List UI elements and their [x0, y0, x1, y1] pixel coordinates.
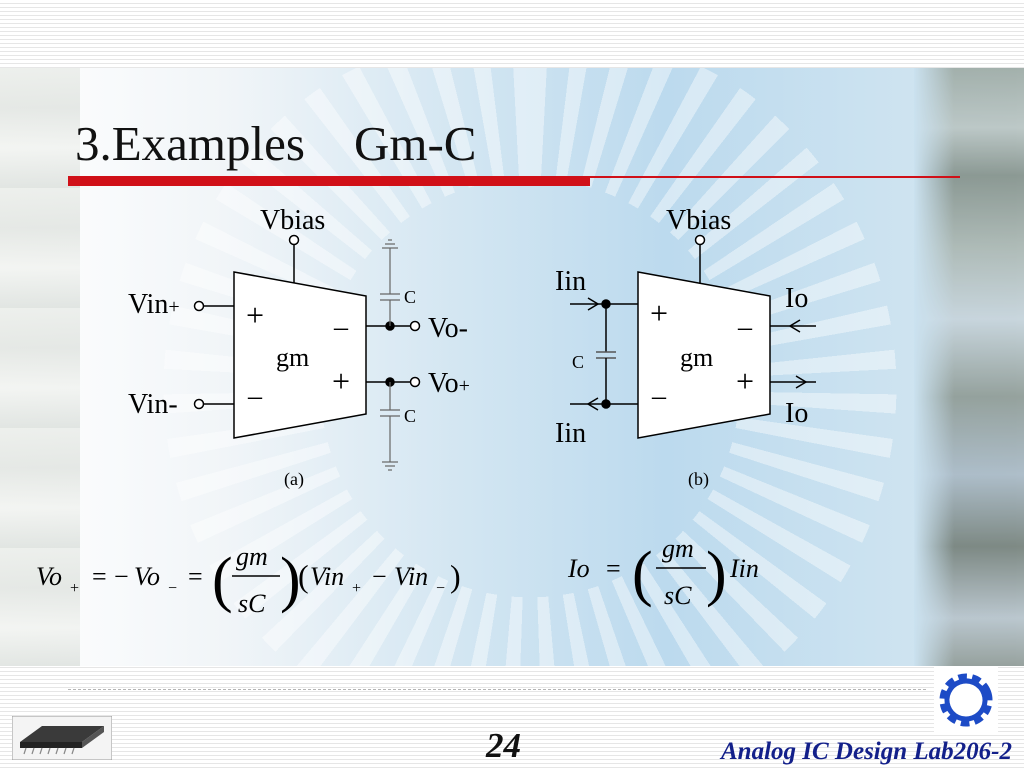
- iin-label-top: Iin: [555, 266, 586, 297]
- circuit-b: [570, 234, 816, 439]
- eq-b-iin: Iin: [729, 554, 759, 583]
- minus-sign-b-left: –: [651, 381, 667, 412]
- capacitor-bottom-a: [380, 382, 400, 471]
- circuit-b-labels: Vbias Iin Iin C + – – + gm Io Io (b): [555, 205, 808, 490]
- left-photo-strip: [0, 68, 80, 666]
- eq-a-sub-plus: +: [70, 580, 79, 597]
- equation-a: Vo + = − Vo − = ( gm sC ) ( Vin + − Vin …: [36, 542, 461, 618]
- eq-b-rparen-big: ): [706, 540, 727, 608]
- eq-a-sub-minus: −: [168, 580, 177, 597]
- vbias-terminal-a: [288, 234, 300, 246]
- equation-b: Io = ( gm sC ) Iin: [567, 534, 759, 610]
- gm-amplifier-a: [233, 271, 367, 439]
- cap-bottom-label-a: C: [404, 406, 416, 426]
- plus-sign-a-right: +: [332, 363, 350, 399]
- capacitor-top-a: [380, 239, 400, 326]
- circuit-a-labels: Vbias Vin+ Vin- + – – + gm C C Vo- Vo+ (…: [128, 205, 470, 490]
- eq-a-vin-plus: Vin: [310, 562, 344, 591]
- minus-sign-a-right: –: [333, 312, 349, 343]
- ic-chip-icon: [12, 716, 112, 760]
- vo-minus-terminal: [409, 320, 421, 332]
- vin-minus-terminal: [193, 398, 205, 410]
- title-underline: [68, 176, 590, 186]
- circuit-a: [193, 234, 421, 471]
- io-arrow-bottom: [795, 375, 808, 389]
- vbias-label-b: Vbias: [666, 205, 731, 236]
- iin-arrow-top: [587, 297, 600, 311]
- minus-sign-a-left: –: [247, 381, 263, 412]
- eq-a-lparen: (: [298, 558, 309, 594]
- eq-a-minus-op: −: [372, 562, 387, 591]
- gm-amplifier-b: [637, 271, 771, 439]
- cap-top-label-a: C: [404, 287, 416, 307]
- iin-arrow-bottom: [586, 397, 599, 411]
- caption-a: (a): [284, 469, 304, 490]
- capacitor-b: [596, 304, 616, 404]
- io-label-top: Io: [785, 283, 808, 314]
- vbias-terminal-b: [694, 234, 706, 246]
- eq-b-equals: =: [606, 554, 621, 583]
- vin-plus-terminal: [193, 300, 205, 312]
- eq-b-denominator: sC: [664, 581, 692, 610]
- eq-b-lparen-big: (: [632, 540, 653, 608]
- io-arrow-top: [788, 319, 801, 333]
- page-number: 24: [486, 726, 521, 765]
- cap-label-b: C: [572, 352, 584, 372]
- vbias-label-a: Vbias: [260, 205, 325, 236]
- footer-rule: [68, 689, 928, 690]
- slide-background: [0, 68, 1024, 666]
- plus-sign-b-right: +: [736, 363, 754, 399]
- footer-lab-name: Analog IC Design Lab206-2: [720, 738, 1012, 765]
- caption-b: (b): [688, 469, 709, 490]
- eq-b-io: Io: [567, 554, 590, 583]
- vo-plus-terminal: [409, 376, 421, 388]
- vin-plus-label: Vin+: [128, 289, 180, 320]
- eq-a-denominator: sC: [238, 589, 266, 618]
- eq-a-negative: −: [114, 562, 129, 591]
- eq-a-rparen: ): [450, 558, 461, 594]
- gear-icon: [934, 666, 998, 734]
- eq-a-vin-minus: Vin: [394, 562, 428, 591]
- eq-a-vin-sub-plus: +: [352, 580, 361, 597]
- plus-sign-b-left: +: [650, 295, 668, 331]
- io-label-bottom: Io: [785, 398, 808, 429]
- eq-a-numerator: gm: [236, 542, 268, 571]
- gm-label-b: gm: [680, 343, 713, 372]
- slide-title: 3.Examples Gm-C: [75, 116, 477, 171]
- plus-sign-a-left: +: [246, 297, 264, 333]
- eq-a-vo-2: Vo: [134, 562, 160, 591]
- eq-a-equals-1: =: [92, 562, 107, 591]
- vo-minus-label: Vo-: [428, 313, 468, 344]
- minus-sign-b-right: –: [737, 312, 753, 343]
- eq-a-equals-2: =: [188, 562, 203, 591]
- iin-label-bottom: Iin: [555, 418, 586, 449]
- right-photo-strip: [914, 68, 1024, 666]
- eq-a-rparen-big: ): [280, 546, 301, 614]
- eq-b-numerator: gm: [662, 534, 694, 563]
- gm-label-a: gm: [276, 343, 309, 372]
- eq-a-lparen-big: (: [212, 546, 233, 614]
- vin-minus-label: Vin-: [128, 389, 178, 420]
- title-underline-thin: [590, 176, 960, 178]
- eq-a-vo: Vo: [36, 562, 62, 591]
- vo-plus-label: Vo+: [428, 368, 470, 399]
- eq-a-vin-sub-minus: −: [436, 580, 445, 597]
